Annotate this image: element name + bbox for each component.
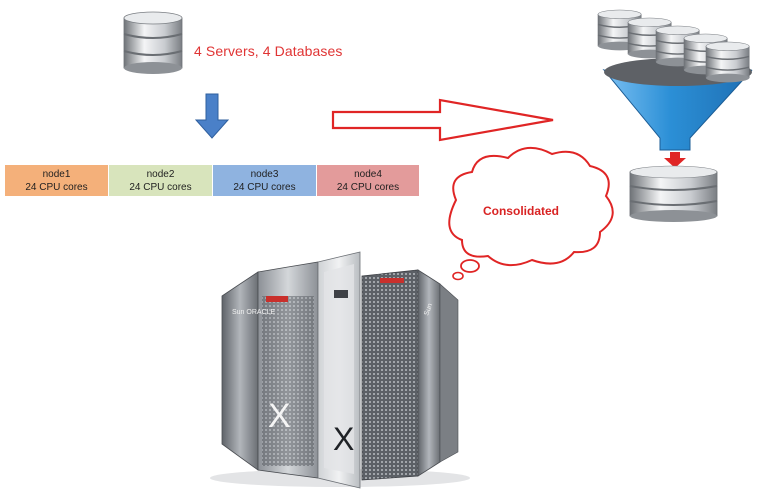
database-icon xyxy=(123,11,183,74)
rack-logo-left: Sun ORACLE xyxy=(232,309,276,316)
server-rack-illustration: X X Sun ORACLE Sun xyxy=(210,251,470,489)
node-box-3: node3 24 CPU cores xyxy=(213,165,316,196)
node-box-2: node2 24 CPU cores xyxy=(109,165,212,196)
node-cores-1: 24 CPU cores xyxy=(25,182,88,193)
right-arrow-icon xyxy=(331,98,554,142)
down-arrow-icon xyxy=(194,93,230,139)
rack-x-mark-center: X xyxy=(333,421,354,457)
rack-x-mark-left: X xyxy=(268,397,291,435)
node-cores-3: 24 CPU cores xyxy=(233,182,296,193)
servers-databases-label: 4 Servers, 4 Databases xyxy=(194,43,343,59)
node-name-4: node4 xyxy=(354,169,382,180)
node-cores-4: 24 CPU cores xyxy=(336,182,400,193)
node-box-1: node1 24 CPU cores xyxy=(5,165,108,196)
node-name-3: node3 xyxy=(250,169,279,180)
node-box-4: node4 24 CPU cores xyxy=(317,165,419,196)
node-cores-2: 24 CPU cores xyxy=(129,182,192,193)
database-funnel-icon xyxy=(597,9,753,222)
thought-cloud-icon xyxy=(448,147,614,281)
node-name-1: node1 xyxy=(42,169,71,180)
node-name-2: node2 xyxy=(146,169,175,180)
consolidated-label: Consolidated xyxy=(482,204,559,218)
rack-logo-right: Sun xyxy=(423,302,434,316)
